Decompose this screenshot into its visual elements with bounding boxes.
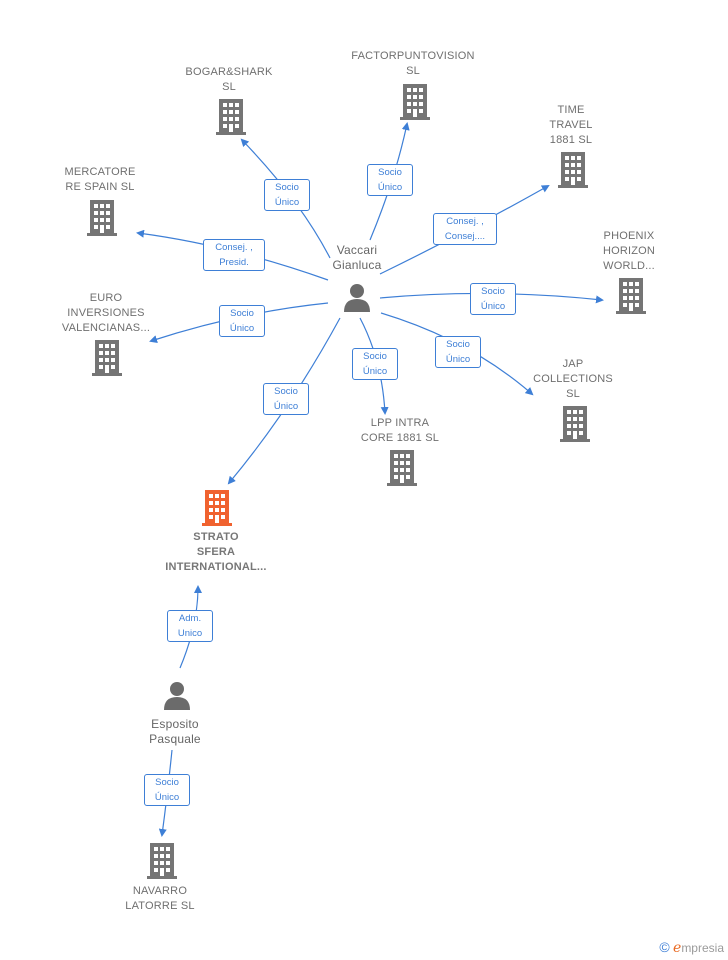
- building-icon-navarro[interactable]: [147, 843, 177, 879]
- building-icon-strato[interactable]: [202, 490, 232, 526]
- edge-label-esposito-strato[interactable]: Adm. Unico: [167, 610, 213, 642]
- edge-label-strato[interactable]: Socio Único: [263, 383, 309, 415]
- edge-label-time[interactable]: Consej. , Consej....: [433, 213, 497, 245]
- company-label-navarro: NAVARRO LATORRE SL: [125, 885, 195, 912]
- company-label-mercatore: MERCATORE RE SPAIN SL: [64, 166, 136, 193]
- building-icon-bogar[interactable]: [216, 99, 246, 135]
- edge-label-factor[interactable]: Socio Único: [367, 164, 413, 196]
- edge-label-jap[interactable]: Socio Único: [435, 336, 481, 368]
- building-icon-euro[interactable]: [92, 340, 122, 376]
- brand-initial: e: [673, 940, 682, 956]
- company-label-strato: STRATO SFERA INTERNATIONAL...: [165, 531, 267, 573]
- copyright-symbol: ©: [659, 939, 670, 955]
- brand-logo: © empresia: [659, 939, 724, 956]
- person-label-vaccari: Vaccari Gianluca: [332, 243, 382, 272]
- edge-label-bogar[interactable]: Socio Único: [264, 179, 310, 211]
- building-icon-lpp[interactable]: [387, 450, 417, 486]
- company-label-phoenix: PHOENIX HORIZON WORLD...: [602, 230, 656, 272]
- building-icon-mercatore[interactable]: [87, 200, 117, 236]
- edge-label-lpp[interactable]: Socio Único: [352, 348, 398, 380]
- building-icon-factor[interactable]: [400, 84, 430, 120]
- building-icon-time[interactable]: [558, 152, 588, 188]
- edge-label-phoenix[interactable]: Socio Único: [470, 283, 516, 315]
- person-icon[interactable]: [342, 282, 372, 312]
- company-label-bogar: BOGAR&SHARK SL: [185, 66, 273, 93]
- person-icon[interactable]: [162, 680, 192, 710]
- company-label-factor: FACTORPUNTOVISION SL: [351, 50, 475, 77]
- edge-label-navarro[interactable]: Socio Único: [144, 774, 190, 806]
- brand-name: mpresia: [681, 941, 724, 955]
- edge-label-euro[interactable]: Socio Único: [219, 305, 265, 337]
- company-label-jap: JAP COLLECTIONS SL: [533, 358, 613, 400]
- company-label-time: TIME TRAVEL 1881 SL: [549, 104, 593, 146]
- company-label-lpp: LPP INTRA CORE 1881 SL: [360, 417, 440, 444]
- building-icon-jap[interactable]: [560, 406, 590, 442]
- building-icon-phoenix[interactable]: [616, 278, 646, 314]
- edge-label-mercatore[interactable]: Consej. , Presid.: [203, 239, 265, 271]
- person-label-esposito: Esposito Pasquale: [149, 717, 201, 746]
- company-label-euro: EURO INVERSIONES VALENCIANAS...: [61, 292, 151, 334]
